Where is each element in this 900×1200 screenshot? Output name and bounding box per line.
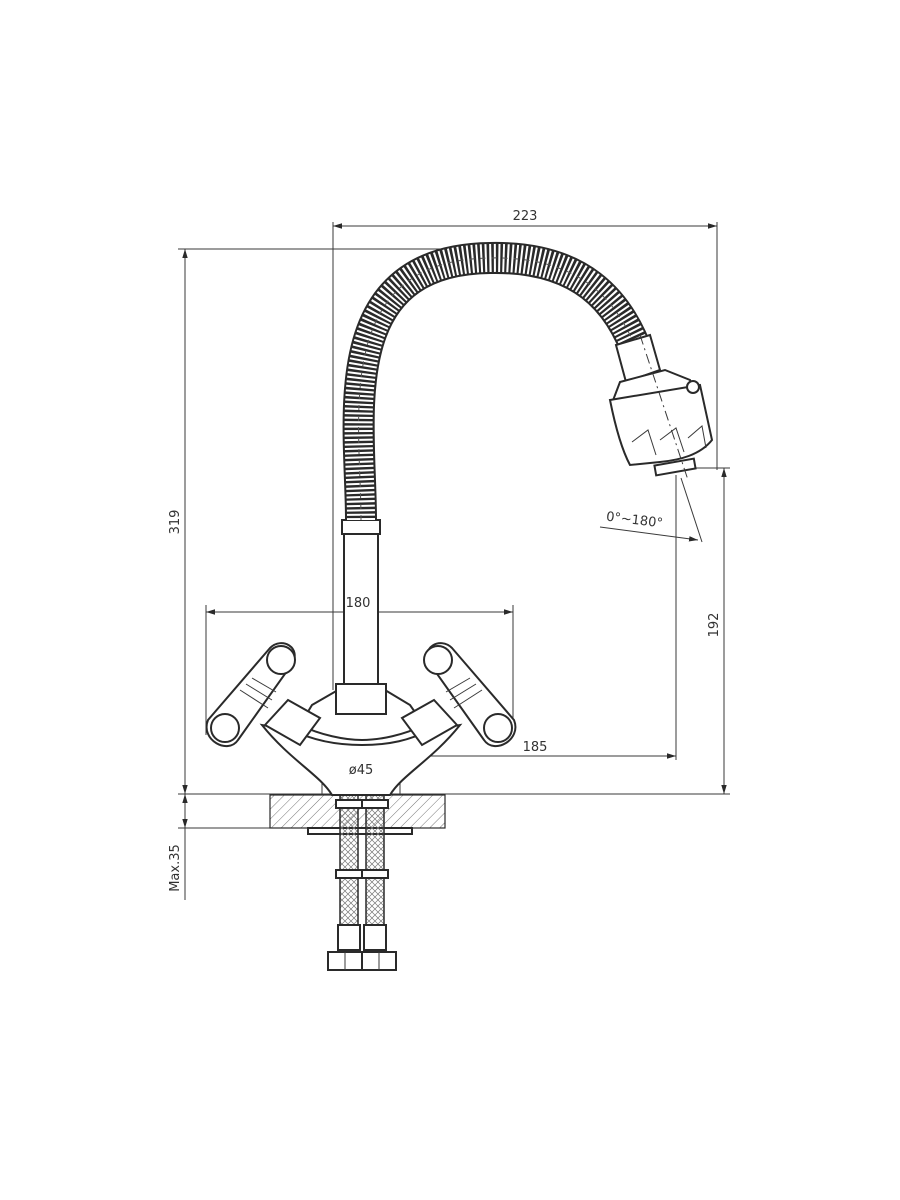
flexible-spout	[342, 241, 656, 521]
reach-dimension-label: 223	[513, 209, 538, 224]
spout-tube	[341, 519, 381, 685]
spray-head	[608, 333, 714, 481]
left-handle	[205, 642, 322, 747]
spout-offset-label: 185	[523, 740, 548, 755]
outlet-height-label: 192	[707, 613, 722, 638]
swivel-angle-label: 0°~180°	[605, 510, 663, 532]
max-thickness-label: Max.35	[168, 844, 183, 892]
overall-height-label: 319	[168, 510, 183, 535]
base-diameter-label: ø45	[349, 763, 374, 778]
supply-hoses	[327, 794, 397, 971]
faucet-body	[259, 683, 463, 796]
handle-span-label: 180	[346, 596, 371, 611]
right-handle	[400, 642, 517, 747]
dimension-labels: 223 319 180 185 ø45 0°~180° 192 Max.35	[168, 209, 722, 892]
